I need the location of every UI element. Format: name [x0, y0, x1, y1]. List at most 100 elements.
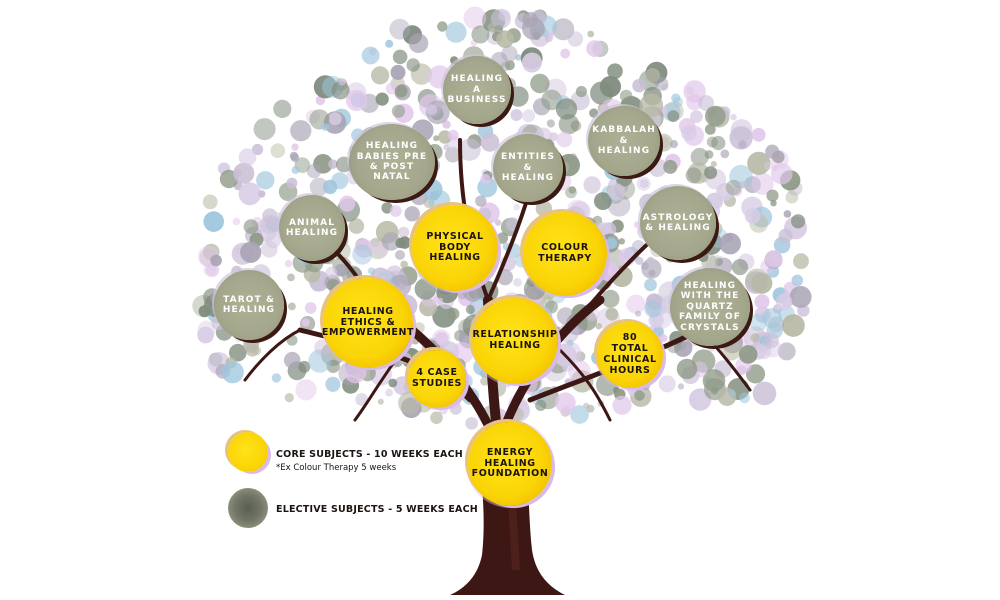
foliage-blob: [198, 305, 211, 318]
foliage-blob: [738, 345, 758, 364]
foliage-blob: [568, 186, 577, 194]
elective-animal-healing[interactable]: ANIMAL HEALING: [279, 195, 345, 261]
node-label: ENTITIES & HEALING: [500, 152, 556, 184]
node-label: 4 CASE STUDIES: [412, 367, 463, 389]
foliage-blob: [535, 399, 547, 411]
foliage-blob: [240, 241, 262, 263]
foliage-blob: [704, 123, 716, 135]
foliage-blob: [513, 203, 520, 211]
foliage-blob: [496, 30, 514, 48]
elective-healing-babies[interactable]: HEALING BABIES PRE & POST NATAL: [349, 124, 435, 200]
foliage-blob: [338, 78, 346, 86]
foliage-blob: [705, 105, 726, 127]
foliage-blob: [243, 219, 259, 235]
foliage-blob: [634, 390, 645, 401]
foliage-blob: [419, 298, 438, 317]
foliage-blob: [447, 307, 460, 321]
foliage-blob: [404, 206, 420, 222]
core-colour-therapy[interactable]: COLOUR THERAPY: [523, 212, 607, 296]
foliage-blob: [283, 351, 301, 369]
elective-astrology-healing[interactable]: ASTROLOGY & HEALING: [640, 186, 716, 260]
foliage-blob: [681, 125, 697, 141]
node-label: ANIMAL HEALING: [285, 217, 339, 238]
elective-tarot-healing[interactable]: TAROT & HEALING: [214, 270, 284, 340]
foliage-blob: [339, 195, 356, 212]
foliage-blob: [549, 132, 559, 142]
foliage-blob: [671, 93, 681, 103]
foliage-blob: [260, 215, 279, 235]
foliage-blob: [465, 417, 479, 430]
foliage-blob: [745, 364, 766, 384]
foliage-blob: [328, 112, 342, 126]
foliage-blob: [398, 226, 410, 238]
foliage-blob: [288, 302, 296, 311]
foliage-blob: [745, 268, 769, 292]
foliage-blob: [766, 189, 779, 202]
foliage-blob: [654, 296, 661, 303]
foliage-blob: [747, 151, 771, 175]
foliage-blob: [644, 278, 657, 292]
foliage-blob: [728, 389, 736, 398]
legend-core-note: *Ex Colour Therapy 5 weeks: [276, 463, 397, 473]
foliage-blob: [635, 310, 642, 317]
foliage-blob: [612, 395, 632, 415]
foliage-blob: [555, 392, 576, 414]
foliage-blob: [377, 398, 384, 405]
foliage-blob: [530, 73, 550, 94]
foliage-blob: [719, 232, 741, 255]
core-healing-ethics-empowerment[interactable]: HEALING ETHICS & EMPOWERMENT: [321, 278, 415, 368]
foliage-blob: [677, 383, 685, 390]
node-label: HEALING ETHICS & EMPOWERMENT: [321, 305, 415, 339]
foliage-blob: [487, 22, 499, 33]
foliage-blob: [287, 273, 295, 282]
foliage-blob: [286, 177, 298, 189]
foliage-blob: [408, 33, 429, 53]
foliage-blob: [197, 320, 216, 339]
foliage-blob: [586, 404, 595, 413]
foliage-blob: [555, 98, 578, 120]
elective-healing-a-business[interactable]: HEALING A BUSINESS: [443, 56, 511, 124]
elective-kabbalah-healing[interactable]: KABBALAH & HEALING: [588, 106, 660, 176]
legend-core-label: CORE SUBJECTS - 10 WEEKS EACH: [276, 449, 463, 460]
core-4-case-studies[interactable]: 4 CASE STUDIES: [408, 350, 466, 408]
node-label: KABBALAH & HEALING: [592, 125, 656, 157]
core-relationship-healing[interactable]: RELATIONSHIP HEALING: [472, 298, 558, 384]
foliage-blob: [791, 274, 804, 287]
foliage-blob: [731, 186, 743, 197]
foliage-blob: [605, 307, 619, 321]
foliage-blob: [389, 205, 402, 218]
foliage-blob: [570, 405, 589, 424]
foliage-blob: [594, 192, 612, 211]
foliage-blob: [583, 176, 601, 194]
foliage-blob: [750, 333, 760, 343]
foliage-blob: [599, 76, 622, 98]
foliage-blob: [607, 63, 623, 79]
foliage-blob: [791, 214, 806, 229]
foliage-blob: [369, 363, 392, 386]
foliage-blob: [291, 143, 299, 151]
foliage-blob: [371, 66, 390, 85]
foliage-blob: [535, 200, 552, 217]
core-80-total-clinical-hours[interactable]: 80 TOTAL CLINICAL HOURS: [597, 322, 663, 388]
foliage-blob: [522, 109, 536, 123]
foliage-blob: [325, 266, 338, 279]
foliage-blob: [690, 110, 703, 123]
foliage-blob: [633, 221, 641, 229]
foliage-blob: [291, 166, 300, 175]
foliage-blob: [501, 45, 518, 62]
foliage-blob: [775, 293, 793, 311]
core-energy-healing-foundation[interactable]: ENERGY HEALING FOUNDATION: [468, 422, 552, 506]
foliage-blob: [595, 322, 603, 330]
tree-trunk: [450, 445, 565, 595]
foliage-blob: [473, 303, 481, 311]
foliage-blob: [731, 259, 749, 276]
foliage-blob: [522, 52, 542, 73]
foliage-blob: [389, 18, 411, 40]
foliage-blob: [273, 99, 292, 118]
node-label: TAROT & HEALING: [222, 294, 276, 315]
elective-entities-healing[interactable]: ENTITIES & HEALING: [493, 134, 563, 202]
elective-quartz-crystals[interactable]: HEALING WITH THE QUARTZ FAMILY OF CRYSTA…: [670, 268, 750, 346]
core-physical-body-healing[interactable]: PHYSICAL BODY HEALING: [412, 205, 498, 291]
foliage-blob: [618, 238, 625, 245]
foliage-blob: [437, 21, 448, 32]
